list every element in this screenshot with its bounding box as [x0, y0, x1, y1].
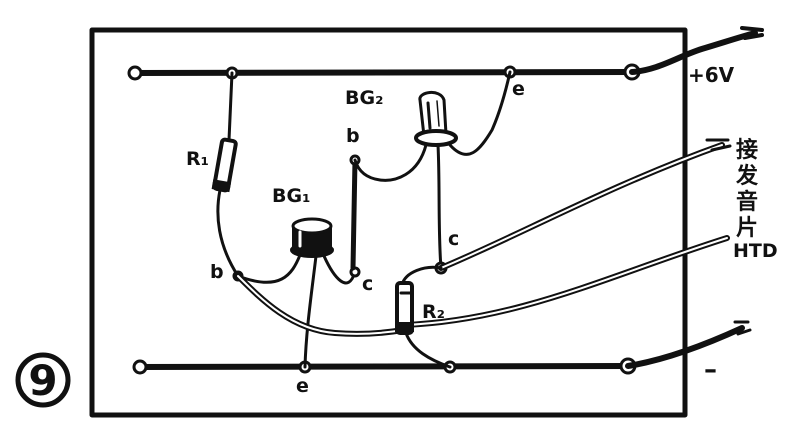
base-bias-wire [235, 273, 406, 337]
figure-number: 9 [28, 356, 57, 405]
label-bg2-emitter: e [512, 78, 525, 100]
label-bg2: BG₂ [345, 87, 383, 109]
label-speaker-htd: HTD [733, 240, 778, 262]
transistor-bg1 [290, 217, 334, 258]
label-speaker-yin: 音 [736, 189, 758, 215]
speaker-wire-lower [402, 235, 730, 328]
label-negative-supply: – [704, 355, 717, 385]
transistor-bg2 [414, 91, 458, 147]
negative-lead-wire [625, 325, 745, 369]
label-positive-supply: +6V [688, 63, 735, 87]
label-speaker-pian: 片 [736, 216, 758, 241]
label-r2: R₂ [422, 301, 445, 323]
label-bg1-base: b [210, 261, 224, 283]
label-bg2-collector: c [448, 228, 459, 250]
positive-rail [132, 69, 635, 76]
resistor-r1 [211, 137, 238, 193]
positive-lead-wire [629, 30, 758, 75]
label-bg1: BG₁ [272, 185, 310, 207]
label-bg1-collector: c [362, 273, 373, 295]
resistor-r2 [395, 281, 414, 335]
figure-number-ring [15, 352, 71, 408]
label-bg2-base: b [346, 125, 360, 147]
circuit-board [89, 27, 688, 418]
label-speaker-jie: 接 [736, 138, 758, 163]
negative-rail [137, 363, 631, 370]
label-speaker-fa: 发 [735, 163, 759, 189]
label-bg1-emitter: e [296, 375, 309, 397]
label-r1: R₁ [186, 148, 209, 170]
